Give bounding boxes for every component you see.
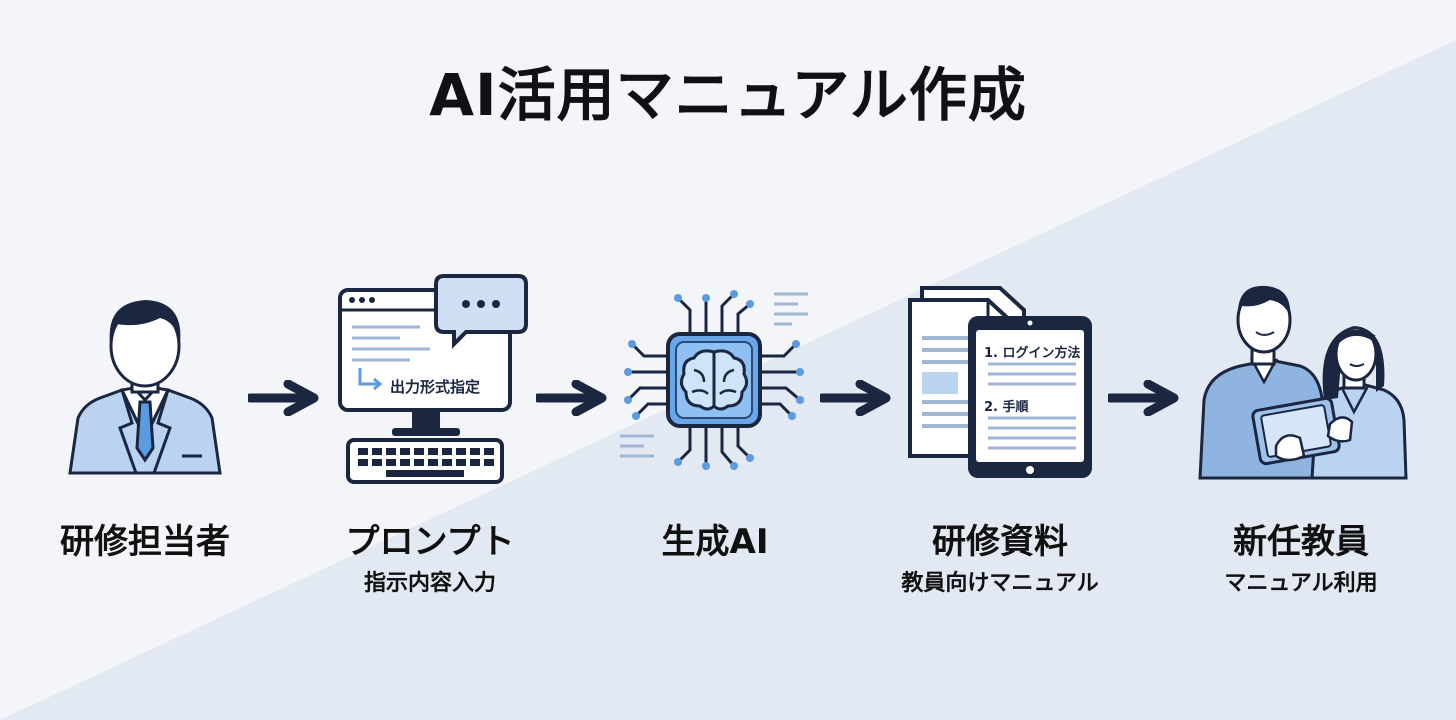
prompt-screen-text: 出力形式指定: [390, 378, 481, 396]
step-label-trainer: 研修担当者: [60, 522, 230, 562]
step-label-materials: 研修資料: [932, 522, 1068, 562]
step-label-ai: 生成AI: [661, 522, 769, 562]
arrow-right-icon: [536, 380, 607, 416]
arrow-right-icon: [820, 380, 891, 416]
person-icon: [68, 300, 222, 475]
tablet-item-2: 2. 手順: [984, 400, 1029, 415]
page-title: AI活用マニュアル作成: [429, 61, 1027, 129]
computer-prompt-icon: [338, 274, 528, 484]
document-tablet-icon: [908, 286, 1092, 478]
step-label-new-teacher: 新任教員: [1233, 522, 1369, 562]
teachers-tablet-icon: [1198, 285, 1408, 480]
arrow-right-icon: [248, 380, 319, 416]
step-label-prompt: プロンプト: [345, 522, 515, 562]
arrow-right-icon: [1108, 380, 1179, 416]
tablet-item-1: 1. ログイン方法: [984, 346, 1081, 361]
ai-chip-brain-icon: [620, 290, 808, 470]
step-sublabel-prompt: 指示内容入力: [363, 571, 496, 596]
step-sublabel-materials: 教員向けマニュアル: [901, 571, 1099, 596]
step-sublabel-new-teacher: マニュアル利用: [1224, 571, 1378, 596]
